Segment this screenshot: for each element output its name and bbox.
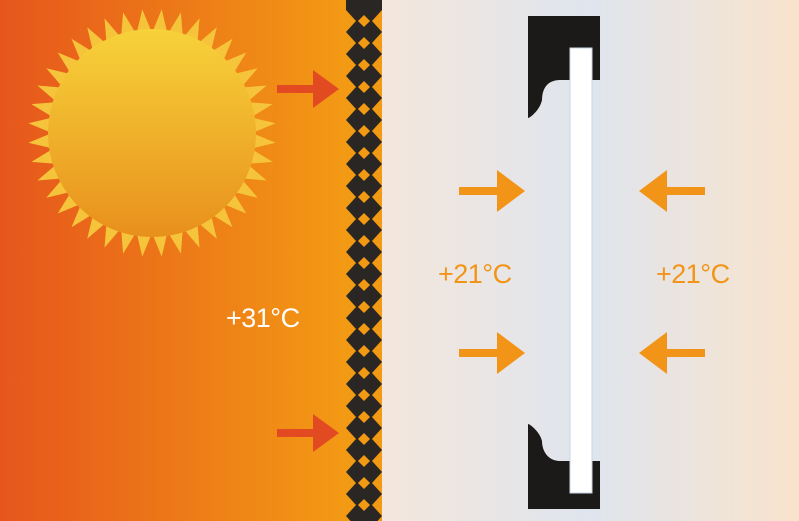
arrow-right-icon [459, 332, 525, 374]
arrow-right-icon [459, 170, 525, 212]
window-frame-top [528, 16, 600, 118]
inside-temperature-label: +21°C [656, 259, 730, 289]
cavity-temperature-label: +21°C [438, 259, 512, 289]
heat-arrow-top [277, 70, 339, 108]
insulation-membrane [346, 0, 382, 521]
heat-arrow-bottom [277, 414, 339, 452]
arrow-left-icon [639, 332, 705, 374]
glass-pane [569, 47, 593, 494]
outside-temperature-label: +31°C [226, 303, 300, 333]
sun-icon [28, 9, 276, 257]
arrow-left-icon [639, 170, 705, 212]
